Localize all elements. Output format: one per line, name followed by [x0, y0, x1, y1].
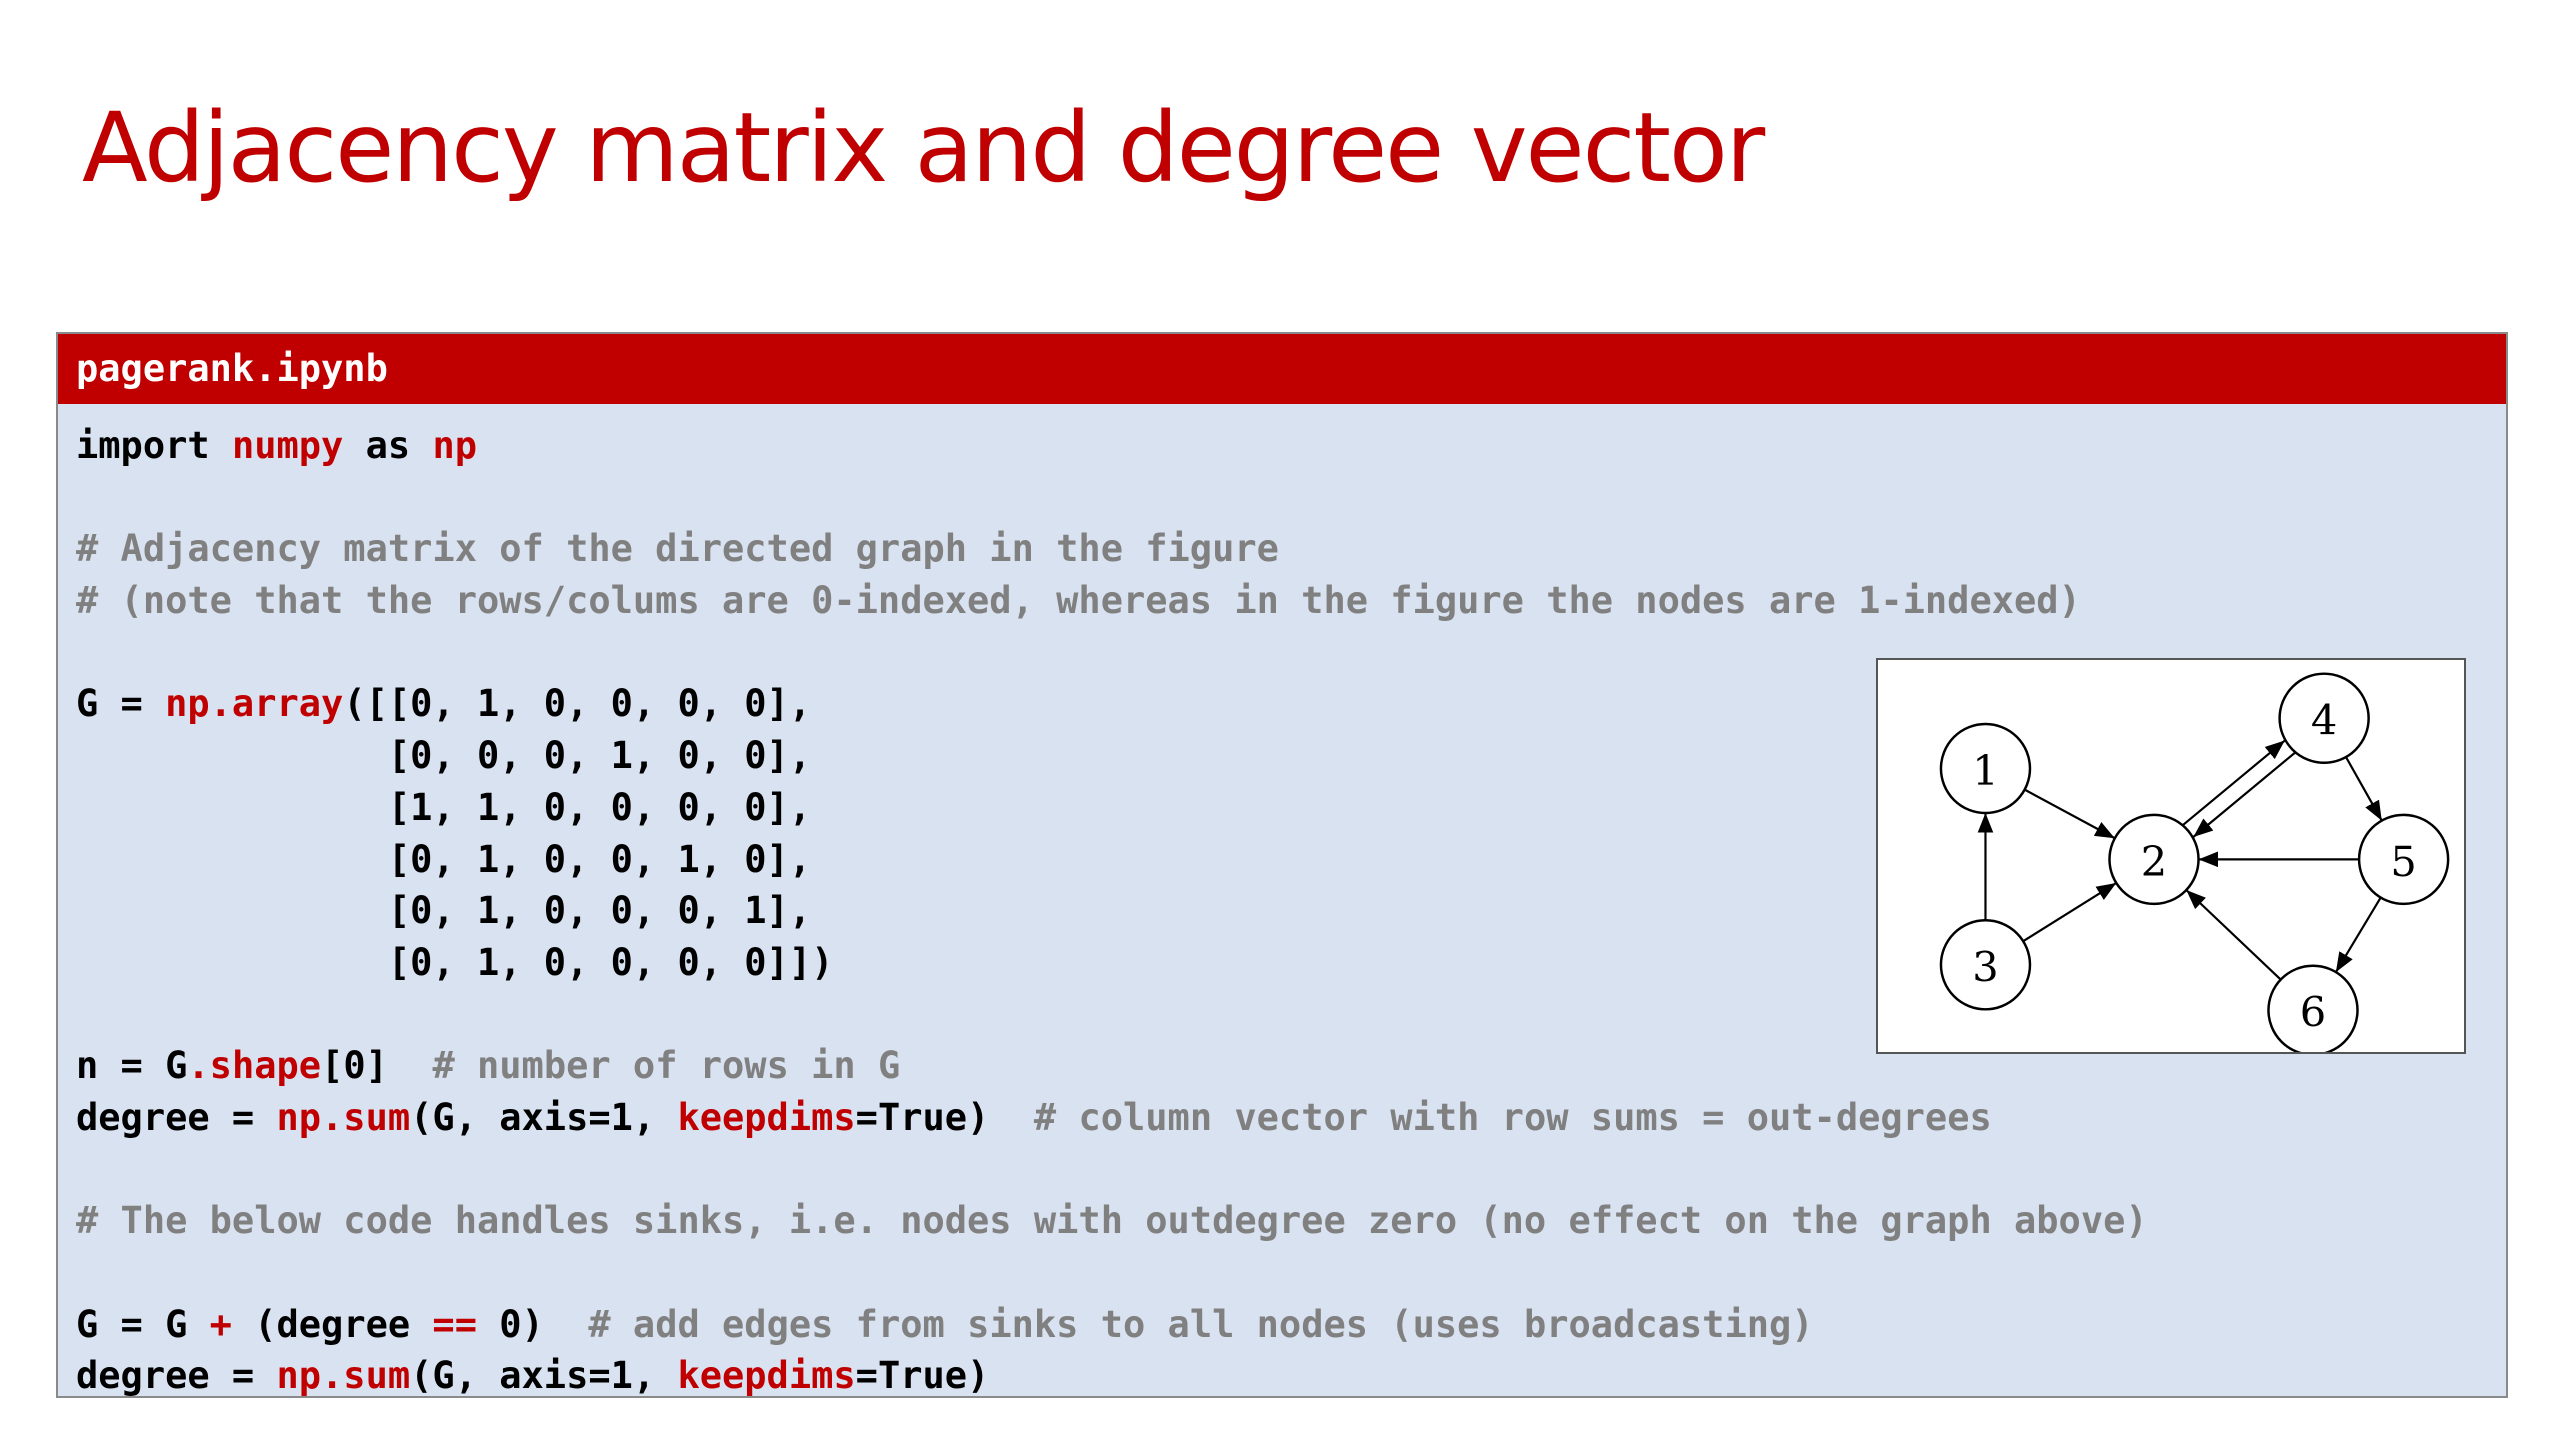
code-comment: # (note that the rows/colums are 0-index…: [76, 579, 2081, 623]
code-comment: # add edges from sinks to all nodes (use…: [588, 1302, 1814, 1346]
code-token: G =: [76, 682, 166, 726]
graph-node-label: 4: [2311, 696, 2337, 745]
graph-edge-5-to-6: [2334, 896, 2382, 973]
slide-title: Adjacency matrix and degree vector: [82, 92, 1765, 204]
code-token: ([[0, 1, 0, 0, 0, 0],: [343, 682, 812, 726]
code-line: [0, 1, 0, 0, 0, 1],: [76, 885, 2148, 937]
code-token: =True): [855, 1095, 1034, 1139]
code-token: [0, 1, 0, 0, 0, 1],: [76, 889, 812, 933]
code-line: # (note that the rows/colums are 0-index…: [76, 575, 2148, 627]
graph-node-label: 3: [1972, 942, 1998, 991]
code-token: =True): [855, 1354, 990, 1398]
code-line: n = G.shape[0] # number of rows in G: [76, 1040, 2148, 1092]
graph-node-2: [2108, 813, 2200, 906]
code-line: # Adjacency matrix of the directed graph…: [76, 523, 2148, 575]
code-token: G = G: [76, 1302, 210, 1346]
code-token: degree =: [76, 1354, 277, 1398]
code-line: [0, 1, 0, 0, 0, 0]]): [76, 937, 2148, 989]
code-token: [0]: [321, 1044, 433, 1088]
code-token: [0, 1, 0, 0, 1, 0],: [76, 837, 812, 881]
code-comment: # column vector with row sums = out-degr…: [1033, 1095, 1992, 1139]
code-token: (degree: [231, 1302, 433, 1346]
code-line: [0, 1, 0, 0, 1, 0],: [76, 834, 2148, 886]
graph-node-label: 2: [2141, 837, 2167, 886]
code-comment: # The below code handles sinks, i.e. nod…: [76, 1199, 2148, 1243]
code-highlight: np.sum: [276, 1354, 411, 1398]
code-highlight: np: [432, 424, 477, 467]
code-token: 0): [476, 1302, 589, 1346]
code-token: as: [343, 424, 433, 467]
code-token: [1, 1, 0, 0, 0, 0],: [76, 785, 812, 829]
graph-edge-3-to-2: [2022, 882, 2117, 943]
code-token: (G, axis=1,: [410, 1095, 678, 1139]
code-highlight: ==: [432, 1302, 477, 1346]
code-line: [76, 989, 2148, 1041]
code-line: import numpy as np: [76, 420, 2148, 472]
code-highlight: np.sum: [276, 1095, 411, 1139]
notebook-filename-header: pagerank.ipynb: [58, 334, 2506, 404]
graph-edge-4-to-5: [2345, 756, 2383, 822]
graph-node-label: 1: [1972, 746, 1998, 795]
code-token: import: [76, 424, 232, 467]
code-line: [76, 627, 2148, 679]
code-line: [76, 472, 2148, 524]
code-highlight: keepdims: [677, 1095, 856, 1139]
graph-node-4: [2278, 672, 2370, 764]
code-comment: # Adjacency matrix of the directed graph…: [76, 527, 1279, 571]
code-line: G = G + (degree == 0) # add edges from s…: [76, 1299, 2148, 1351]
graph-node-3: [1939, 919, 2032, 1011]
graph-node-label: 6: [2300, 988, 2326, 1037]
graph-node-label: 5: [2390, 837, 2416, 886]
graph-node-1: [1939, 722, 2032, 815]
code-highlight: .shape: [187, 1044, 322, 1088]
directed-graph-figure: 1 2 3 4 5 6: [1876, 658, 2466, 1054]
code-line: [76, 1247, 2148, 1299]
graph-edge-6-to-2: [2185, 889, 2282, 981]
code-line: # The below code handles sinks, i.e. nod…: [76, 1195, 2148, 1247]
graph-edge-1-to-2: [2024, 788, 2116, 840]
code-highlight: numpy: [231, 424, 344, 467]
code-token: n = G: [76, 1044, 188, 1088]
graph-svg: 1 2 3 4 5 6: [1939, 672, 2450, 1052]
code-line: [76, 1144, 2148, 1196]
code-block: import numpy as np # Adjacency matrix of …: [76, 420, 2148, 1402]
code-token: degree =: [76, 1095, 277, 1139]
graph-node-5: [2357, 813, 2450, 906]
code-highlight: +: [209, 1302, 232, 1346]
graph-edge-4-to-2: [2192, 751, 2296, 838]
code-token: [0, 1, 0, 0, 0, 0]]): [76, 940, 834, 984]
code-line: G = np.array([[0, 1, 0, 0, 0, 0],: [76, 678, 2148, 730]
code-token: [0, 0, 0, 1, 0, 0],: [76, 734, 812, 778]
graph-edge-2-to-4: [2182, 739, 2286, 826]
code-token: (G, axis=1,: [410, 1354, 678, 1398]
graph-node-6: [2267, 964, 2359, 1052]
code-comment: # number of rows in G: [432, 1044, 901, 1088]
code-line: [1, 1, 0, 0, 0, 0],: [76, 782, 2148, 834]
code-line: degree = np.sum(G, axis=1, keepdims=True…: [76, 1350, 2148, 1402]
code-highlight: keepdims: [677, 1354, 856, 1398]
code-line: [0, 0, 0, 1, 0, 0],: [76, 730, 2148, 782]
code-highlight: np.array: [165, 682, 344, 726]
code-line: degree = np.sum(G, axis=1, keepdims=True…: [76, 1092, 2148, 1144]
